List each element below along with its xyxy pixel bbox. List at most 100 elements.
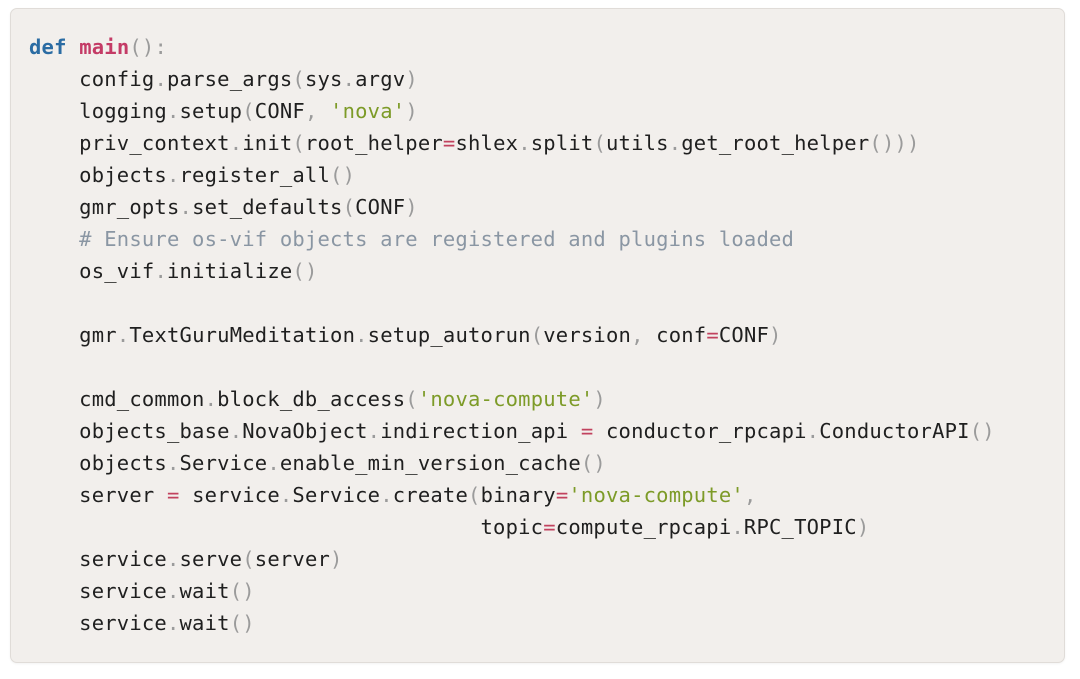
code-line: cmd_common.block_db_access('nova-compute… [29,383,1058,415]
code-token-identifier: TextGuruMeditation [129,323,356,347]
code-line: server = service.Service.create(binary='… [29,479,1058,511]
code-token-identifier: conf [656,323,707,347]
code-line: def main(): [29,31,1058,63]
code-token-punctuation: ( [292,67,305,91]
code-token-punctuation: () [580,451,606,475]
code-token-identifier: indirection_api [380,419,569,443]
code-line: service.serve(server) [29,543,1058,575]
code-token-identifier: cmd_common [79,387,205,411]
code-token-identifier: server [79,483,155,507]
code-line: gmr_opts.set_defaults(CONF) [29,191,1058,223]
code-token-identifier: argv [355,67,406,91]
code-block[interactable]: def main(): config.parse_args(sys.argv) … [29,31,1058,662]
code-token-plain [29,515,481,539]
code-line: topic=compute_rpcapi.RPC_TOPIC) [29,511,1058,543]
code-token-identifier: setup_autorun [367,323,531,347]
code-token-punctuation: ) [769,323,782,347]
code-token-identifier: objects [79,451,167,475]
code-token-identifier: wait [179,579,230,603]
code-line: service.wait() [29,607,1058,639]
code-token-string: 'nova' [330,99,406,123]
code-token-punctuation: ( [468,483,481,507]
code-token-punctuation: ) [405,67,418,91]
code-token-punctuation: ( [292,131,305,155]
code-token-plain [180,483,193,507]
code-token-punctuation: () [969,419,995,443]
code-token-identifier: CONF [254,99,305,123]
code-token-plain [154,483,167,507]
code-token-plain [29,323,79,347]
code-snippet-card: def main(): config.parse_args(sys.argv) … [10,8,1065,663]
code-token-identifier: topic [480,515,544,539]
code-token-punctuation: ( [530,323,544,347]
code-token-identifier: Service [292,483,381,507]
code-line: os_vif.initialize() [29,255,1058,287]
code-token-punctuation: . [229,419,243,443]
code-token-identifier: config [79,67,155,91]
code-token-punctuation: ( [342,195,356,219]
code-token-punctuation: . [806,419,820,443]
code-line: priv_context.init(root_helper=shlex.spli… [29,127,1058,159]
code-token-punctuation: . [229,131,243,155]
code-token-identifier: get_root_helper [681,131,870,155]
code-token-identifier: service [192,483,280,507]
code-line: objects.Service.enable_min_version_cache… [29,447,1058,479]
code-token-plain [29,579,79,603]
code-token-keyword: def [29,35,67,59]
code-token-plain [67,35,80,59]
code-token-punctuation: . [380,483,393,507]
code-token-punctuation: () [229,611,255,635]
code-token-string: 'nova-compute' [568,483,744,507]
code-token-plain [29,547,79,571]
code-line [29,287,1058,319]
code-token-identifier: version [543,323,632,347]
code-token-punctuation: . [166,99,180,123]
code-token-string: 'nova-compute' [417,387,594,411]
code-token-punctuation: . [518,131,531,155]
code-token-identifier: set_defaults [192,195,343,219]
code-token-identifier: setup [179,99,243,123]
code-token-plain [568,419,581,443]
code-line [29,351,1058,383]
code-token-punctuation: , [631,323,657,347]
code-token-identifier: enable_min_version_cache [279,451,581,475]
code-token-punctuation: . [668,131,682,155]
code-token-punctuation: . [267,451,280,475]
code-token-identifier: initialize [166,259,293,283]
code-token-identifier: create [392,483,469,507]
code-token-punctuation: , [743,483,757,507]
code-token-identifier: priv_context [79,131,230,155]
code-token-punctuation: . [154,259,167,283]
code-token-punctuation: ) [856,515,870,539]
code-token-identifier: utils [606,131,669,155]
code-line: objects_base.NovaObject.indirection_api … [29,415,1058,447]
code-token-operator: = [442,131,456,155]
code-token-identifier: binary [480,483,556,507]
code-token-plain [29,195,79,219]
code-token-operator: = [166,483,180,507]
code-token-identifier: service [79,579,167,603]
code-token-punctuation: . [355,323,368,347]
code-token-plain [29,483,79,507]
code-token-plain [29,131,79,155]
code-token-punctuation: . [154,67,167,91]
code-token-punctuation: : [154,35,167,59]
code-token-identifier: shlex [455,131,519,155]
code-token-punctuation: . [116,323,130,347]
code-token-punctuation: . [279,483,293,507]
code-token-punctuation: () [229,579,255,603]
code-token-plain [29,163,79,187]
code-token-identifier: os_vif [79,259,155,283]
code-token-plain [29,67,79,91]
code-token-punctuation: ) [405,195,418,219]
code-token-operator: = [706,323,719,347]
code-token-punctuation: ) [593,387,606,411]
code-token-function_name: main [79,35,130,59]
code-token-identifier: server [254,547,331,571]
code-token-identifier: sys [304,67,343,91]
code-token-identifier: split [530,131,594,155]
code-token-punctuation: . [166,611,180,635]
code-token-identifier: objects_base [79,419,230,443]
code-token-identifier: NovaObject [242,419,368,443]
code-token-plain [29,227,79,251]
